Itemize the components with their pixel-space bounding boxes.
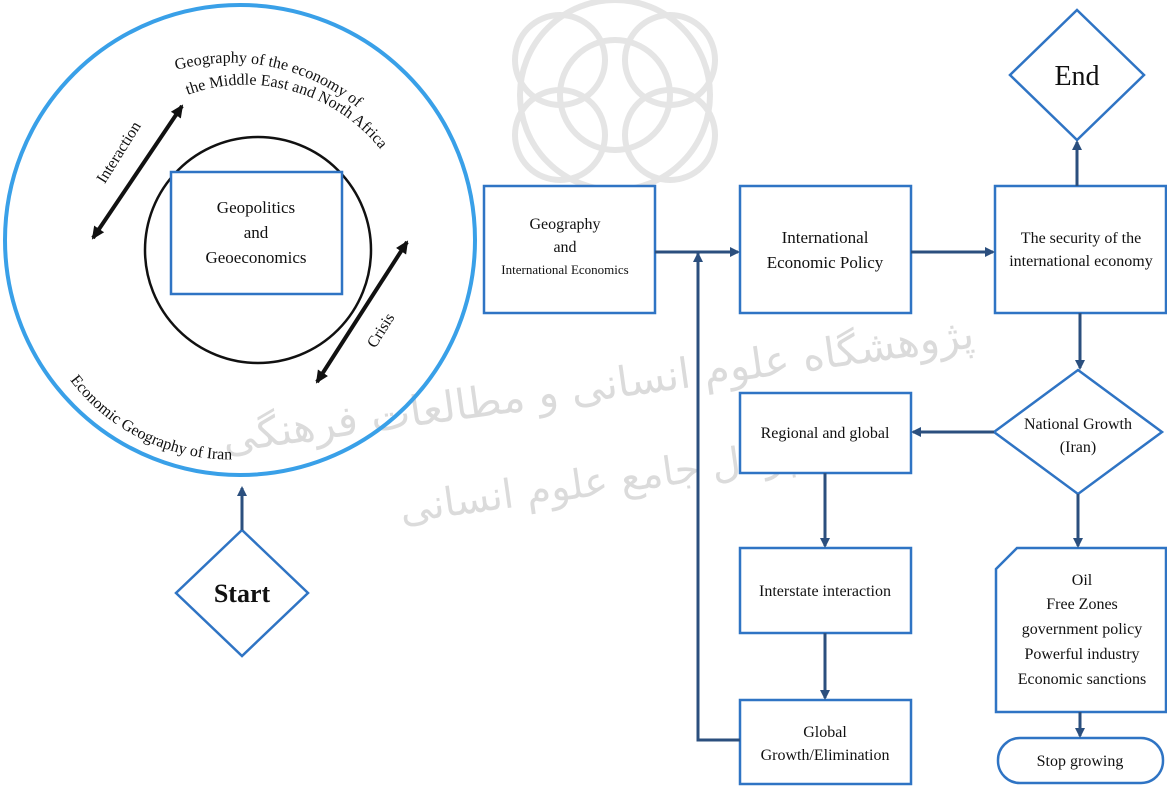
interaction-label: Interaction: [94, 119, 145, 187]
global-growth-label-2: Growth/Elimination: [761, 747, 890, 764]
crisis-label: Crisis: [364, 310, 398, 351]
economic-policy-box: [738, 184, 913, 315]
factor-item: Powerful industry: [1024, 646, 1139, 663]
security-label-1: The security of the: [1021, 230, 1141, 247]
geopolitics-label-1: Geopolitics: [217, 198, 295, 217]
stop-growing-box: [996, 736, 1165, 785]
interaction-arrow: [91, 104, 184, 240]
factor-item: government policy: [1022, 621, 1142, 638]
arc-label-bottom-text: Economic Geography of Iran: [67, 372, 232, 463]
start-label: Start: [214, 579, 271, 608]
geopolitics-box: [169, 170, 344, 296]
end-label: End: [1054, 61, 1099, 92]
security-label-2: international economy: [1009, 253, 1153, 270]
outer-circle: [3, 3, 477, 477]
arc-label-bottom: Economic Geography of Iran: [67, 372, 232, 463]
watermark-logo: [512, 0, 718, 193]
start-diamond: [174, 528, 310, 658]
factor-item: Free Zones: [1046, 596, 1118, 613]
geography-box: [482, 184, 657, 315]
factors-list: Oil Free Zones government policy Powerfu…: [1018, 572, 1146, 688]
regional-global-label: Regional and global: [761, 425, 890, 442]
economic-policy-label-2: Economic Policy: [767, 253, 884, 272]
crisis-arrow: [315, 240, 409, 384]
geography-label-3: International Economics: [501, 262, 628, 277]
regional-global-box: [738, 391, 913, 475]
national-growth-label-1: National Growth: [1024, 416, 1132, 433]
global-growth-box: [738, 698, 913, 786]
national-growth-label-2: (Iran): [1060, 439, 1096, 456]
factor-item: Oil: [1072, 572, 1093, 589]
geopolitics-label-3: Geoeconomics: [205, 248, 306, 267]
interstate-label: Interstate interaction: [759, 583, 891, 600]
geopolitics-label-2: and: [244, 223, 269, 242]
geography-label-1: Geography: [529, 216, 600, 233]
stop-growing-label: Stop growing: [1037, 753, 1124, 770]
security-box: [993, 184, 1167, 315]
geography-label-2: and: [553, 239, 576, 256]
economic-policy-label-1: International: [782, 228, 869, 247]
feedback-loop-line: [696, 252, 740, 742]
global-growth-label-1: Global: [803, 724, 847, 741]
factor-item: Economic sanctions: [1018, 671, 1146, 688]
flow-connectors: [655, 140, 1085, 742]
